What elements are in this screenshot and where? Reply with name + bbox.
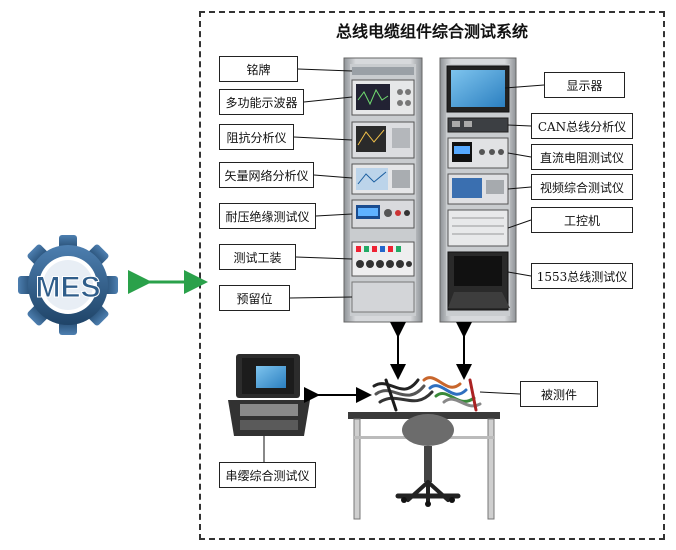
label-oscilloscope: 多功能示波器 bbox=[219, 89, 304, 115]
label-dut: 被测件 bbox=[520, 381, 598, 407]
label-vector-network-analyzer: 矢量网络分析仪 bbox=[219, 162, 314, 188]
label-1553-tester: 1553总线测试仪 bbox=[531, 263, 633, 289]
diagram-title: 总线电缆组件综合测试系统 bbox=[335, 22, 528, 41]
right-rack bbox=[439, 57, 517, 323]
portable-tester-image bbox=[228, 354, 310, 436]
left-rack bbox=[343, 57, 423, 323]
mes-gear-icon bbox=[18, 235, 118, 335]
label-nameplate: 铭牌 bbox=[219, 56, 298, 82]
label-dc-resistance-tester: 直流电阻测试仪 bbox=[531, 144, 633, 170]
label-monitor: 显示器 bbox=[544, 72, 625, 98]
label-reserved: 预留位 bbox=[219, 285, 290, 311]
cable-bundle-image bbox=[372, 376, 482, 412]
mes-logo-text: MES bbox=[35, 271, 100, 304]
label-industrial-pc: 工控机 bbox=[531, 207, 633, 233]
office-chair bbox=[395, 414, 461, 507]
leader-lines bbox=[263, 68, 545, 462]
label-video-tester: 视频综合测试仪 bbox=[531, 174, 633, 200]
label-can-analyzer: CAN总线分析仪 bbox=[531, 113, 633, 139]
label-portable-tester: 串缨综合测试仪 bbox=[219, 462, 316, 488]
label-hipot-tester: 耐压绝缘测试仪 bbox=[219, 203, 316, 229]
label-test-fixture: 测试工装 bbox=[219, 244, 296, 270]
label-impedance-analyzer: 阻抗分析仪 bbox=[219, 124, 294, 150]
